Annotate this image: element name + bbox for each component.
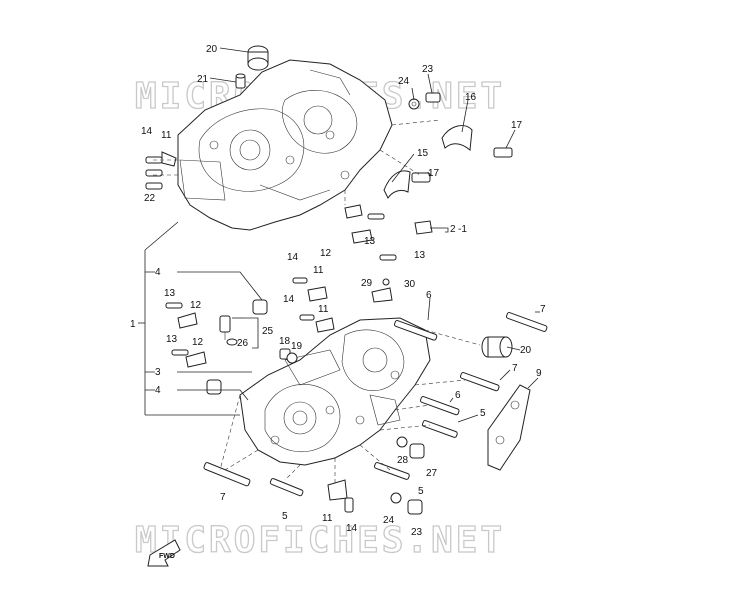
callout-24-bottom: 24 <box>383 515 395 526</box>
bolt-7-bottom <box>203 462 251 487</box>
bolt-6-mid <box>420 396 460 416</box>
callout-21: 21 <box>197 74 209 85</box>
bolts-14-11-mid <box>292 277 335 333</box>
sensor-25-26 <box>219 315 238 346</box>
callout-16: 16 <box>465 92 477 103</box>
right-crankcase <box>239 317 431 466</box>
plate-15 <box>383 170 411 199</box>
left-crankcase <box>177 59 393 231</box>
callout-12-lower: 12 <box>192 337 204 348</box>
callout-23-top: 23 <box>422 64 434 75</box>
parts-18-19 <box>279 348 298 364</box>
bolt-5-lower <box>374 462 410 480</box>
callout-13-lower: 13 <box>166 334 178 345</box>
washer-28-bolt-27 <box>396 436 425 459</box>
callout-4-bottom: 4 <box>155 385 161 396</box>
callout-11-mid: 11 <box>313 265 324 276</box>
fwd-label: FWD <box>159 553 175 560</box>
callout-4-top: 4 <box>155 267 161 278</box>
bolt-23-bottom <box>407 499 423 515</box>
callout-17-mid: 17 <box>428 168 440 179</box>
callout-28: 28 <box>397 455 409 466</box>
callout-30: 30 <box>404 279 416 290</box>
callout-7-top: 7 <box>540 304 546 315</box>
clip-11-bottom <box>327 479 348 501</box>
callout-12-top: 12 <box>320 248 332 259</box>
bolt-17-right <box>493 147 513 158</box>
callout-5-bottom: 5 <box>282 511 288 522</box>
callout-labels: 20 21 24 23 16 14 11 17 15 17 22 13 12 2… <box>130 44 546 538</box>
callout-20-top: 20 <box>206 44 218 55</box>
callout-7-bottom: 7 <box>220 492 226 503</box>
callout-14-lower: 14 <box>283 294 295 305</box>
callout-14-top: 14 <box>141 126 153 137</box>
callout-11-top: 11 <box>161 130 172 141</box>
callout-15: 15 <box>417 148 429 159</box>
callout-5-right: 5 <box>480 408 486 419</box>
leader-lines <box>138 47 540 485</box>
callout-19: 19 <box>291 341 303 352</box>
callout-24-top: 24 <box>398 76 410 87</box>
bolt-5-bottom <box>269 478 304 497</box>
dowel-pin-top <box>235 73 246 89</box>
callout-14-mid: 14 <box>287 252 299 263</box>
collar-20-bottom <box>481 336 513 358</box>
callout-7-mid: 7 <box>512 363 518 374</box>
plate-16 <box>441 125 473 151</box>
callout-26: 26 <box>237 338 249 349</box>
bearing-collar-top <box>247 45 269 71</box>
callout-25: 25 <box>262 326 274 337</box>
callout-13-left: 13 <box>164 288 176 299</box>
plate-9 <box>487 384 531 471</box>
callout-12-mid: 12 <box>190 300 202 311</box>
callout-20-right: 20 <box>520 345 532 356</box>
callout-14-bottom: 14 <box>346 523 358 534</box>
dowels-4 <box>206 299 268 395</box>
bolt-14-bottom <box>344 497 354 513</box>
callout-11-bottom: 11 <box>322 513 333 524</box>
callout-23-bottom: 23 <box>411 527 423 538</box>
callout-6-top: 6 <box>426 290 432 301</box>
callout-9: 9 <box>536 368 542 379</box>
callout-3: 3 <box>155 367 161 378</box>
bolt-7-mid <box>460 372 500 392</box>
bolt-group-left-top <box>145 151 177 190</box>
callout-17-top: 17 <box>511 120 523 131</box>
callout-27: 27 <box>426 468 438 479</box>
callout-18: 18 <box>279 336 291 347</box>
bolts-and-clips-left <box>165 302 207 368</box>
bolt-23-top <box>425 92 441 103</box>
callout-6-mid: 6 <box>455 390 461 401</box>
bolt-5-right <box>422 420 458 438</box>
washer-24-bottom <box>390 492 402 504</box>
clips-and-bolts-mid <box>344 204 433 261</box>
callout-22: 22 <box>144 193 156 204</box>
callout-2-suffix: -1 <box>458 224 467 235</box>
callout-5-lower: 5 <box>418 486 424 497</box>
fwd-arrow-icon: FWD <box>147 539 181 567</box>
callout-2: 2 <box>450 224 456 235</box>
bolt-17-mid <box>411 172 431 183</box>
callout-11-lower: 11 <box>318 304 329 315</box>
callout-13-mid: 13 <box>364 236 376 247</box>
watermark-bottom: MICROFICHES.NET <box>135 520 505 561</box>
washer-24-top <box>408 98 420 110</box>
callout-29: 29 <box>361 278 373 289</box>
parts-29-30 <box>371 278 393 303</box>
callout-1: 1 <box>130 319 136 330</box>
bolt-6-top <box>394 320 438 341</box>
callout-13-right: 13 <box>414 250 426 261</box>
bolt-7-top <box>506 312 548 332</box>
